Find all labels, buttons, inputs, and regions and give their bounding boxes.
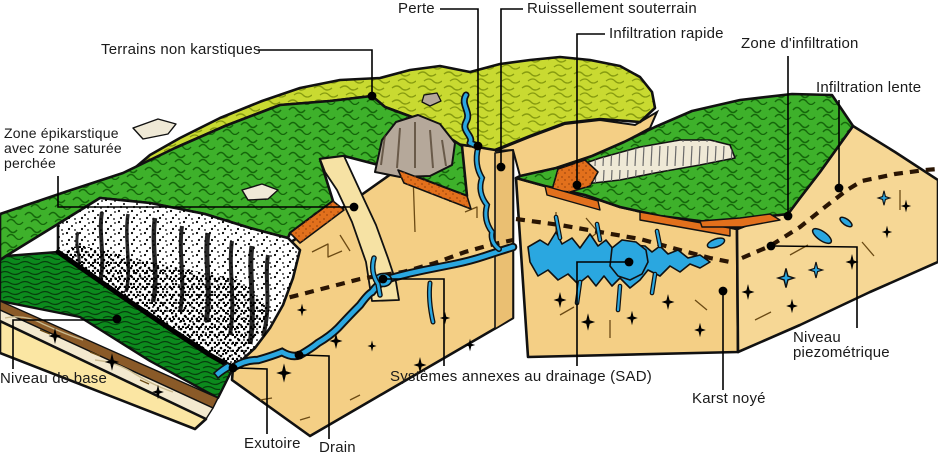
leader-epikarstique bbox=[57, 176, 354, 208]
base-front-face bbox=[0, 319, 208, 431]
water-lens bbox=[811, 227, 833, 245]
dot-zone-infiltration bbox=[783, 211, 793, 221]
drain-conduit bbox=[231, 244, 516, 370]
label-terrains: Terrains non karstiques bbox=[101, 41, 261, 58]
label-perte: Perte bbox=[398, 0, 435, 17]
dot-sad-right bbox=[624, 257, 634, 267]
cliff-flutes bbox=[75, 211, 270, 345]
dot-terrains bbox=[367, 91, 377, 101]
leader-ruissellement bbox=[500, 8, 523, 167]
label-ruissellement: Ruissellement souterrain bbox=[527, 0, 697, 17]
surface-stream bbox=[462, 93, 479, 148]
dot-exutoire bbox=[228, 363, 238, 373]
leader-niveau-base bbox=[12, 319, 117, 369]
white-outcrop bbox=[132, 118, 177, 140]
label-niveau-base: Niveau de base bbox=[0, 370, 108, 387]
dot-infiltration-rapide bbox=[572, 180, 582, 190]
dry-couloir bbox=[319, 155, 400, 302]
leader-infiltration-rapide bbox=[576, 33, 605, 185]
dot-niveau-base bbox=[112, 314, 122, 324]
gray-patch bbox=[421, 92, 442, 107]
label-infiltration-rapide: Infiltration rapide bbox=[609, 25, 724, 42]
cliff-shadow-band bbox=[58, 245, 270, 368]
leader-lines bbox=[12, 8, 858, 439]
anchor-dots bbox=[112, 91, 844, 373]
right-block bbox=[514, 92, 938, 359]
epikarst-orange-band bbox=[544, 159, 781, 237]
water-lens bbox=[706, 237, 726, 249]
label-drain: Drain bbox=[319, 439, 356, 456]
leader-perte bbox=[440, 8, 479, 146]
label-piezometrique: Niveau piezométrique bbox=[793, 329, 890, 361]
leader-exutoire bbox=[235, 367, 268, 434]
face-ticks bbox=[39, 329, 150, 385]
label-exutoire: Exutoire bbox=[244, 435, 301, 452]
leader-piezometrique bbox=[773, 245, 858, 328]
crag-streaks bbox=[380, 122, 447, 169]
leader-drain bbox=[301, 354, 330, 439]
dot-drain bbox=[294, 350, 304, 360]
dot-sad-left bbox=[378, 274, 388, 284]
dot-piezometrique bbox=[766, 241, 776, 251]
label-sad: Systèmes annexes au drainage (SAD) bbox=[390, 368, 652, 385]
karst-plateau bbox=[0, 94, 472, 302]
dot-infiltration-lente bbox=[834, 183, 844, 193]
dot-epikarstique bbox=[349, 202, 359, 212]
epikarst-orange-band bbox=[289, 169, 472, 244]
label-infiltration-lente: Infiltration lente bbox=[816, 79, 922, 96]
exutoire-pool bbox=[212, 362, 235, 380]
dot-ruissellement bbox=[496, 162, 506, 172]
label-zone-infiltration: Zone d'infiltration bbox=[741, 35, 859, 52]
dot-karst-noye bbox=[718, 286, 728, 296]
leader-sad-left bbox=[386, 278, 445, 366]
white-outcrop bbox=[241, 183, 279, 201]
water-lens bbox=[839, 216, 853, 228]
leader-terrains bbox=[258, 49, 373, 96]
label-karst-noye: Karst noyé bbox=[692, 390, 766, 407]
dot-perte bbox=[473, 141, 483, 151]
leader-sad-right bbox=[576, 261, 626, 366]
label-epikarstique: Zone épikarstique avec zone saturée perc… bbox=[4, 125, 122, 171]
limestone-cliff bbox=[55, 196, 302, 371]
